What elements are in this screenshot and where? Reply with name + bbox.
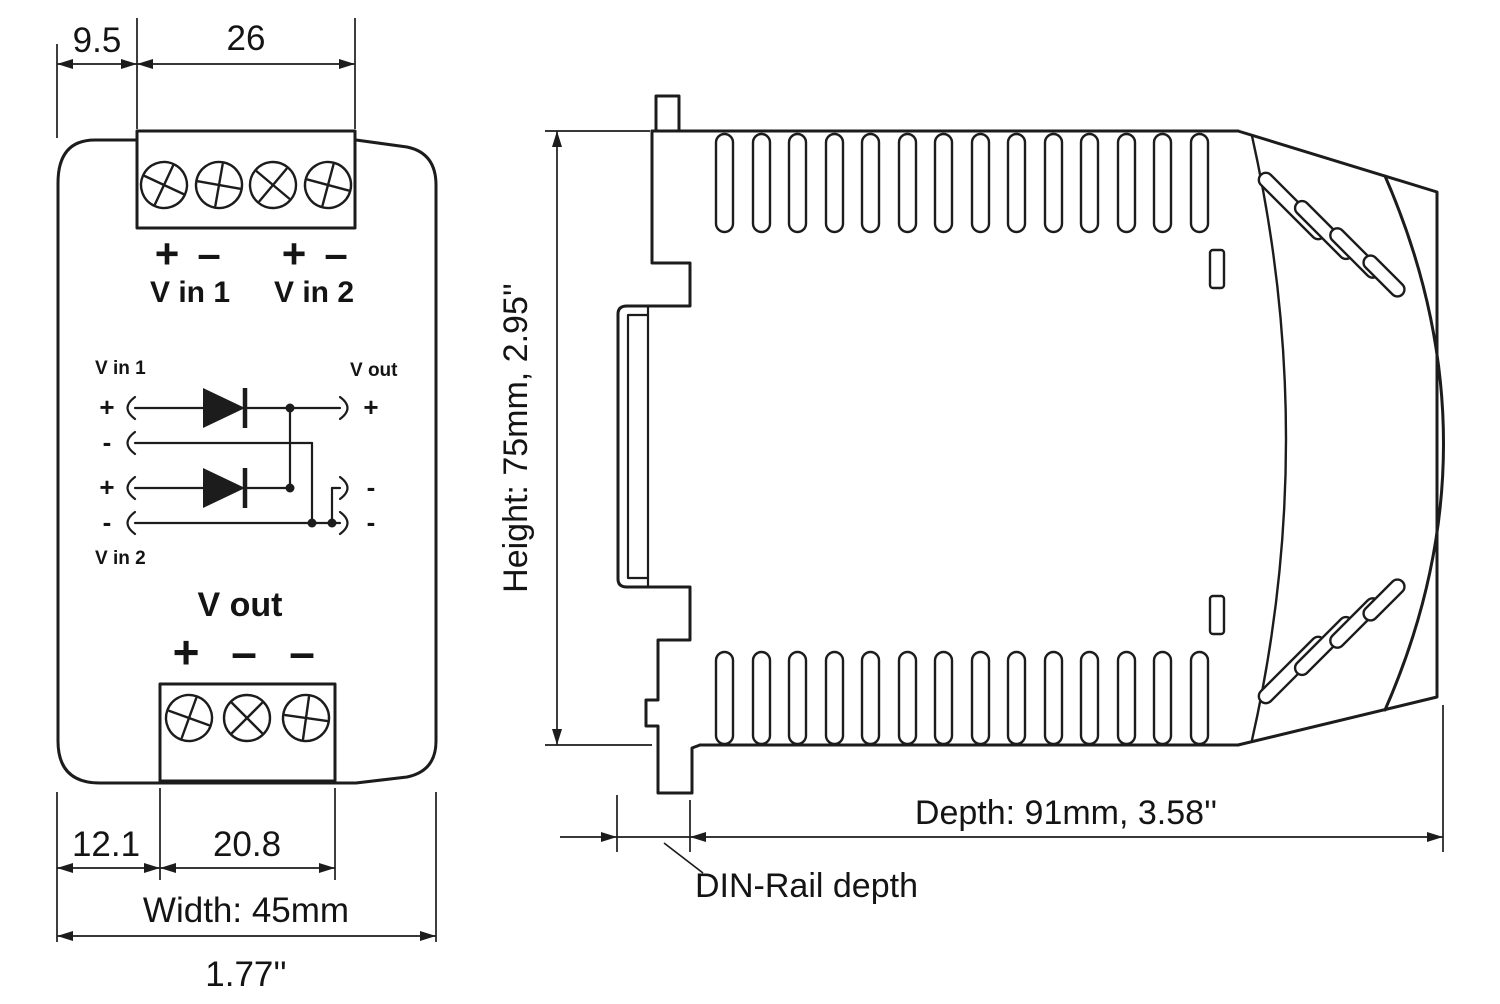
junction-dot	[285, 483, 295, 493]
schematic-in2-plus: +	[99, 472, 114, 502]
input-minus-2: –	[324, 230, 347, 277]
input-plus-2: +	[282, 230, 307, 277]
side-top-vents	[714, 132, 1210, 234]
schematic-in1-plus: +	[99, 392, 114, 422]
side-view: Height: 75mm, 2.95'' Depth: 91mm, 3.58''…	[497, 94, 1445, 905]
side-corner-vents-bottom	[1257, 578, 1406, 705]
junction-dot	[327, 518, 337, 528]
diode-icon	[203, 468, 245, 508]
input-label-vin2: V in 2	[274, 276, 354, 309]
front-body-outline	[56, 138, 438, 785]
front-input-labels: + – + – V in 1 V in 2	[150, 230, 354, 309]
dim-label-width-mm: Width: 45mm	[143, 891, 349, 930]
front-face-curve	[1383, 174, 1445, 712]
schematic-wires	[126, 395, 349, 536]
junction-dot	[307, 518, 317, 528]
front-top-terminal-block	[132, 129, 358, 230]
dim-label-26: 26	[227, 19, 266, 58]
front-view: + – + – V in 1 V in 2	[56, 18, 438, 994]
dim-label-width-in: 1.77''	[205, 955, 286, 994]
side-body	[616, 94, 1445, 795]
schematic-out-minus-2: -	[367, 507, 376, 537]
dim-label-12-1: 12.1	[72, 825, 140, 864]
front-bezel-curve	[1250, 134, 1288, 742]
input-plus-1: +	[155, 230, 180, 277]
side-bottom-vents	[714, 650, 1210, 746]
side-corner-vents-top	[1257, 171, 1406, 298]
schematic-label-vout: V out	[350, 360, 398, 381]
schematic-in1-minus: -	[103, 427, 112, 457]
din-rail-depth-label: DIN-Rail depth	[695, 867, 918, 905]
input-label-vin1: V in 1	[150, 276, 230, 309]
front-output-labels: V out + – –	[173, 586, 315, 678]
front-dimensions: 9.5 26 12.1 20.8 Width: 45mm 1.77''	[56, 18, 437, 994]
input-minus-1: –	[197, 230, 220, 277]
schematic-out-plus: +	[363, 392, 378, 422]
din-latch	[644, 585, 702, 795]
output-minus-1: –	[231, 626, 257, 678]
dim-label-20-8: 20.8	[213, 825, 281, 864]
side-dimensions: Height: 75mm, 2.95'' Depth: 91mm, 3.58''…	[497, 130, 1444, 905]
dim-label-depth: Depth: 91mm, 3.58''	[915, 794, 1217, 832]
cover-clip	[1208, 248, 1226, 290]
schematic-in2-minus: -	[103, 507, 112, 537]
schematic-label-vin2: V in 2	[95, 548, 146, 569]
schematic-out-minus-1: -	[367, 472, 376, 502]
output-minus-2: –	[289, 626, 315, 678]
dim-label-height: Height: 75mm, 2.95''	[497, 283, 535, 593]
junction-dot	[285, 403, 295, 413]
din-rail-depth-leader	[663, 842, 704, 874]
diode-icon	[203, 388, 245, 428]
front-bottom-terminal-block	[158, 682, 337, 783]
output-label-vout: V out	[198, 586, 283, 624]
din-rail-profile	[616, 304, 650, 589]
output-plus: +	[173, 626, 200, 678]
front-schematic: V in 1 V out V in 2 + - + - + - -	[95, 358, 398, 569]
dim-label-9-5: 9.5	[73, 21, 122, 60]
cover-clip	[1208, 594, 1226, 636]
schematic-label-vin1: V in 1	[95, 358, 146, 379]
